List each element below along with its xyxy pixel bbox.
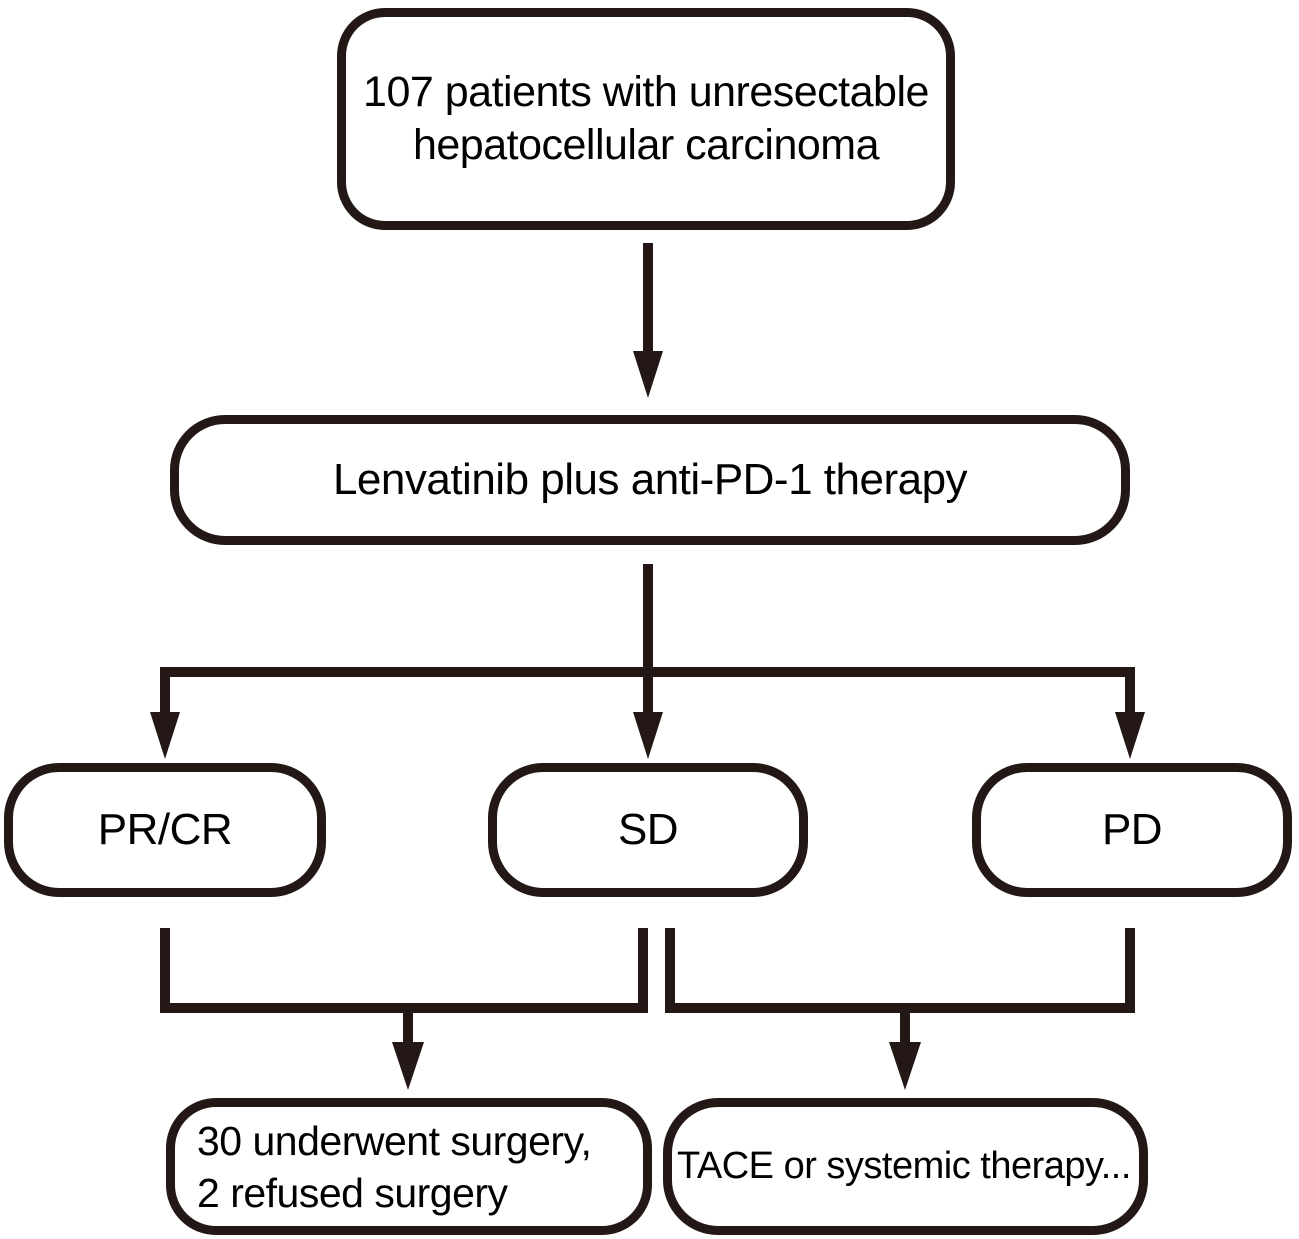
node-therapy: Lenvatinib plus anti-PD-1 therapy: [170, 415, 1130, 545]
node-patients: 107 patients with unresectable hepatocel…: [337, 8, 955, 230]
node-pd: PD: [972, 763, 1292, 897]
arrowhead-branch-to-prcr: [150, 712, 180, 759]
node-sd-label: SD: [617, 805, 679, 854]
arrowhead-merge-to-tace: [889, 1042, 921, 1090]
node-tace-label: TACE or systemic therapy...: [677, 1145, 1131, 1187]
node-surgery: 30 underwent surgery, 2 refused surgery: [166, 1098, 652, 1235]
arrowhead-merge-to-surgery: [392, 1042, 424, 1090]
node-surgery-label: 30 underwent surgery, 2 refused surgery: [197, 1117, 592, 1216]
node-pd-label: PD: [1101, 805, 1163, 854]
edge-merge-prcr-sd: [160, 928, 648, 1013]
arrowhead-branch-to-pd: [1115, 712, 1145, 759]
edge-merge-sd-pd: [665, 928, 1135, 1013]
arrowhead-patients-to-therapy: [633, 351, 663, 398]
node-prcr: PR/CR: [4, 763, 326, 897]
arrowhead-therapy-to-sd: [633, 712, 663, 759]
node-patients-label: 107 patients with unresectable hepatocel…: [363, 68, 929, 169]
node-tace: TACE or systemic therapy...: [663, 1098, 1148, 1235]
node-sd: SD: [488, 763, 808, 897]
node-prcr-label: PR/CR: [97, 805, 233, 854]
node-therapy-label: Lenvatinib plus anti-PD-1 therapy: [332, 455, 968, 504]
